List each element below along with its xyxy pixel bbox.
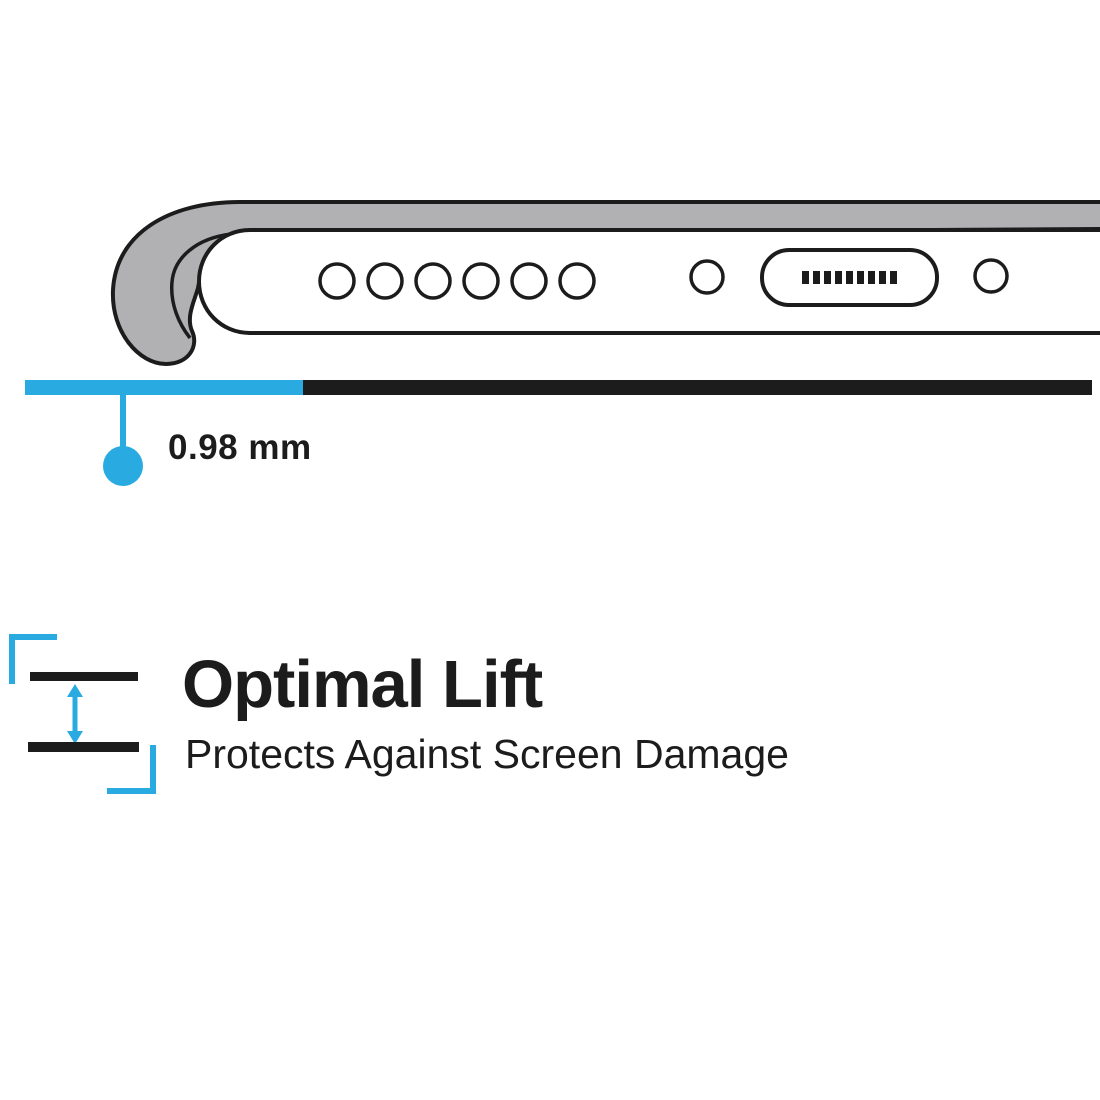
screw-hole-left [689, 259, 725, 295]
measurement-marker [103, 395, 143, 486]
measurement-dot [103, 446, 143, 486]
speaker-hole [510, 262, 548, 300]
speaker-holes [318, 262, 596, 300]
screw-hole-right [973, 258, 1009, 294]
bracket-top-left-icon [9, 634, 57, 684]
surface-line [25, 380, 1092, 395]
speaker-hole [462, 262, 500, 300]
speaker-hole [414, 262, 452, 300]
bracket-bottom-right-icon [107, 745, 156, 794]
case-inner-contour [169, 232, 233, 340]
speaker-hole [558, 262, 596, 300]
surface-bar-accent [25, 380, 303, 395]
lift-arrow-icon [67, 684, 83, 744]
charging-port [760, 248, 939, 307]
lift-diagram-icon [9, 634, 156, 794]
speaker-hole [318, 262, 356, 300]
measurement-label: 0.98 mm [168, 428, 312, 467]
phone-case-illustration [110, 200, 1100, 367]
feature-title: Optimal Lift [182, 647, 543, 722]
surface-bar-dark [303, 380, 1092, 395]
screen-bar-top [30, 672, 138, 681]
feature-subtitle: Protects Against Screen Damage [185, 731, 789, 777]
screen-bar-bottom [28, 742, 139, 752]
charging-port-pins [802, 271, 897, 284]
speaker-hole [366, 262, 404, 300]
measurement-line [120, 395, 126, 452]
